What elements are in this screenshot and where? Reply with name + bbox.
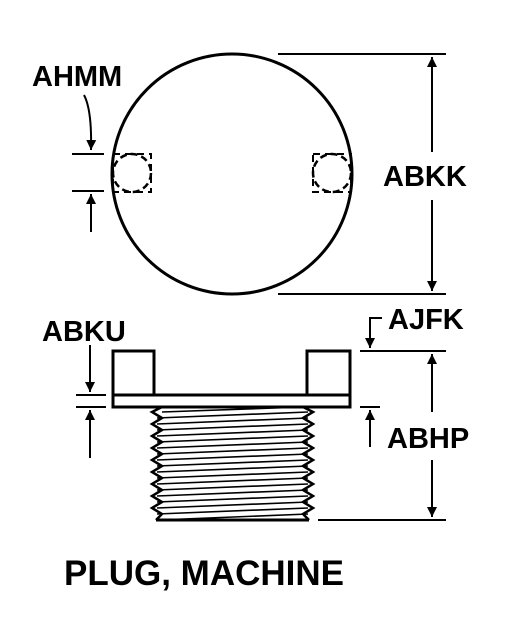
plug-face-circle: [110, 52, 354, 296]
abkk-dimension: [278, 53, 446, 295]
right-lug: [305, 349, 352, 397]
abku-dimension: [76, 345, 106, 458]
diagram-title: PLUG, MACHINE: [64, 554, 344, 593]
top-view: [72, 52, 446, 296]
left-spanner-hole: [111, 152, 153, 194]
label-abhp: ABHP: [387, 423, 469, 455]
label-ajfk: AJFK: [388, 304, 464, 336]
ahmm-dimension: [72, 94, 104, 232]
right-spanner-hole: [311, 152, 353, 194]
label-ahmm: AHMM: [32, 61, 122, 93]
left-lug: [111, 349, 156, 397]
side-view: [76, 317, 446, 522]
label-abkk: ABKK: [383, 161, 467, 193]
ajfk-dimension: [360, 317, 446, 447]
label-abku: ABKU: [42, 316, 126, 348]
abhp-dimension: [318, 354, 446, 521]
threaded-shank: [149, 405, 316, 522]
flange: [111, 393, 352, 409]
